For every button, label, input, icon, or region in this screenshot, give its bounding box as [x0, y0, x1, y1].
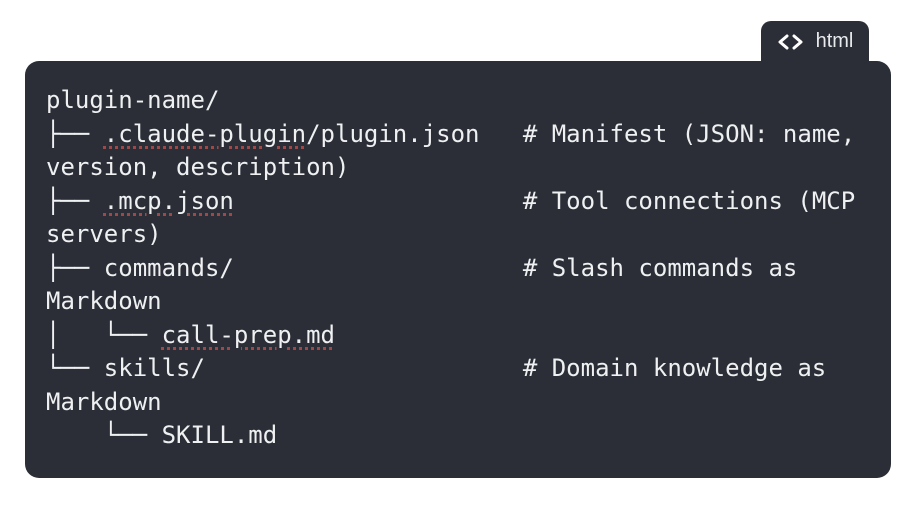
- code-text: plugin-name/: [46, 86, 220, 114]
- spellcheck-underlined-text: .claude-plugin: [103, 119, 307, 148]
- code-block-container: plugin-name/ ├── .claude-plugin/plugin.js…: [25, 61, 891, 478]
- code-line: Markdown: [46, 386, 873, 420]
- code-chevrons-icon: [778, 34, 803, 49]
- code-text: ├──: [46, 119, 104, 148]
- code-text: └── SKILL.md: [46, 421, 278, 449]
- code-line: Markdown: [46, 285, 873, 319]
- code-line: ├── commands/ # Slash commands as: [46, 252, 873, 286]
- code-text: /plugin.json # Manifest (JSON: name,: [306, 119, 856, 148]
- code-text: # Tool connections (MCP: [233, 186, 856, 215]
- code-line: plugin-name/: [46, 84, 873, 118]
- code-text: ├──: [46, 186, 104, 215]
- spellcheck-underlined-text: call-prep.md: [161, 320, 335, 349]
- code-text: version, description): [46, 153, 350, 181]
- spellcheck-underlined-text: .mcp.json: [103, 186, 234, 215]
- code-language-label: html: [815, 29, 854, 52]
- code-text: servers): [46, 220, 162, 248]
- code-line: └── skills/ # Domain knowledge as: [46, 352, 873, 386]
- code-line: └── SKILL.md: [46, 419, 873, 453]
- code-line: ├── .mcp.json # Tool connections (MCP: [46, 185, 873, 219]
- code-language-tab: html: [761, 21, 869, 62]
- code-text: ├── commands/ # Slash commands as: [46, 253, 798, 282]
- code-line: │ └── call-prep.md: [46, 319, 873, 353]
- code-text: └── skills/ # Domain knowledge as: [46, 354, 827, 382]
- code-text: Markdown: [46, 287, 162, 315]
- code-content: plugin-name/ ├── .claude-plugin/plugin.js…: [46, 84, 873, 458]
- code-line: servers): [46, 218, 873, 252]
- code-line: ├── .claude-plugin/plugin.json # Manifes…: [46, 118, 873, 152]
- code-text: Markdown: [46, 387, 162, 416]
- code-line: version, description): [46, 151, 873, 185]
- code-text: │ └──: [46, 320, 162, 349]
